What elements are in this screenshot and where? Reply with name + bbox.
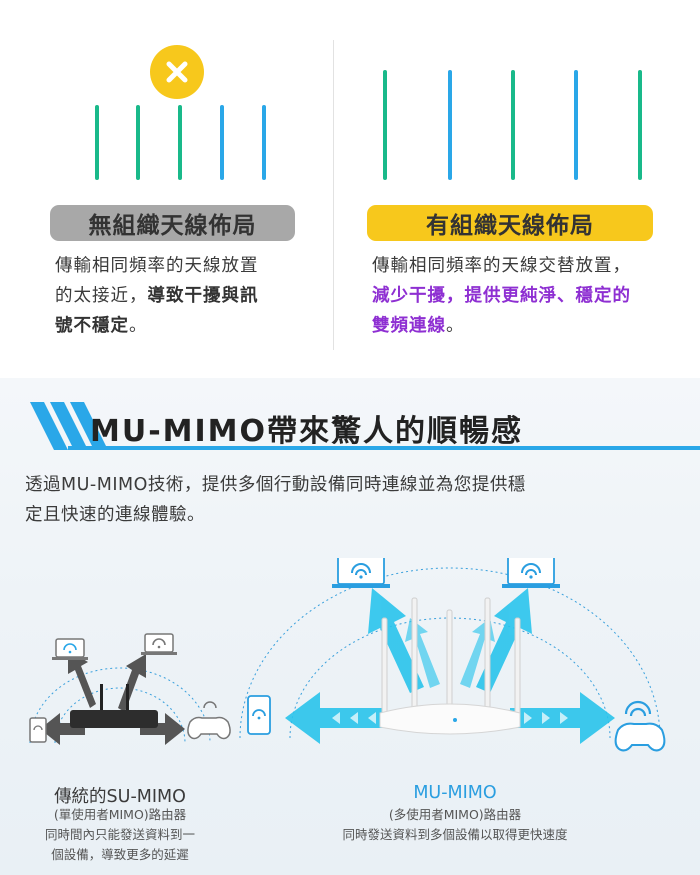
desc-line: 的太接近，導致干擾與訊	[55, 281, 295, 311]
mu-router-icon	[379, 597, 521, 735]
desc-highlight-text: 雙頻連線	[372, 316, 446, 336]
section-intro: 透過MU-MIMO技術，提供多個行動設備同時連線並為您提供穩 定且快速的連線體驗…	[25, 470, 675, 530]
mu-mimo-title: MU-MIMO	[413, 783, 497, 803]
phone-icon	[247, 695, 271, 735]
desc-text: 。	[129, 316, 148, 336]
caption-line: (單使用者MIMO)路由器	[53, 807, 187, 822]
antenna-green	[511, 70, 515, 180]
gamepad-icon	[187, 701, 231, 740]
panel-divider	[333, 40, 334, 350]
illustration-svg	[29, 555, 666, 752]
intro-line: 透過MU-MIMO技術，提供多個行動設備同時連線並為您提供穩	[25, 475, 526, 495]
organized-layout-title: 有組織天線佈局	[367, 205, 653, 241]
headline-stripes	[30, 402, 700, 450]
su-arrows	[40, 650, 185, 745]
antenna-green	[178, 105, 182, 180]
su-mimo-title: 傳統的SU-MIMO	[54, 787, 186, 807]
caption-line: 同時發送資料到多個設備以取得更快速度	[342, 827, 568, 842]
antenna-green	[638, 70, 642, 180]
intro-line: 定且快速的連線體驗。	[25, 505, 205, 525]
section-headline: MU-MIMO帶來驚人的順暢感	[90, 414, 524, 449]
mimo-comparison-illustration: 傳統的SU-MIMO (單使用者MIMO)路由器 同時間內只能發送資料到一 個設…	[0, 555, 700, 875]
desc-line: 傳輸相同頻率的天線放置	[55, 256, 259, 276]
caption-line: 個設備，導致更多的延遲	[51, 847, 189, 862]
mu-mimo-description: (多使用者MIMO)路由器 同時發送資料到多個設備以取得更快速度	[315, 805, 595, 845]
desc-highlight-text: 減少干擾，提供更純淨、穩定的	[372, 286, 631, 306]
antenna-green	[136, 105, 140, 180]
su-router-icon	[70, 684, 158, 728]
gamepad-icon	[614, 700, 666, 752]
desc-line: 號不穩定。	[55, 311, 295, 341]
antenna-blue	[448, 70, 452, 180]
close-icon	[150, 45, 204, 99]
antenna-blue	[262, 105, 266, 180]
antenna-green	[95, 105, 99, 180]
desc-text: 。	[446, 316, 465, 336]
laptop-icon	[141, 633, 177, 655]
laptop-icon	[332, 555, 390, 588]
desc-bold-text: 導致干擾與訊	[147, 286, 259, 306]
disorganized-antennas	[0, 0, 333, 200]
disorganized-layout-description: 傳輸相同頻率的天線放置 的太接近，導致干擾與訊 號不穩定。	[55, 251, 295, 341]
mu-mimo-section: MU-MIMO帶來驚人的順暢感 透過MU-MIMO技術，提供多個行動設備同時連線…	[0, 378, 700, 875]
desc-line: 傳輸相同頻率的天線交替放置，	[372, 256, 631, 276]
desc-text: 的太接近，	[55, 286, 148, 306]
organized-antennas	[334, 0, 700, 200]
su-mimo-description: (單使用者MIMO)路由器 同時間內只能發送資料到一 個設備，導致更多的延遲	[20, 805, 220, 865]
disorganized-layout-title: 無組織天線佈局	[50, 205, 295, 241]
desc-line: 雙頻連線。	[372, 311, 672, 341]
laptop-icon	[52, 638, 88, 660]
headline-band	[0, 402, 700, 450]
laptop-icon	[502, 555, 560, 588]
antenna-blue	[574, 70, 578, 180]
organized-layout-description: 傳輸相同頻率的天線交替放置， 減少干擾，提供更純淨、穩定的 雙頻連線。	[372, 251, 672, 341]
desc-bold-text: 號不穩定	[55, 316, 129, 336]
caption-line: 同時間內只能發送資料到一	[44, 827, 195, 842]
chevron-down-icon	[332, 712, 568, 724]
antenna-comparison-panel: 無組織天線佈局 有組織天線佈局 傳輸相同頻率的天線放置 的太接近，導致干擾與訊 …	[0, 0, 700, 378]
antenna-green	[383, 70, 387, 180]
phone-icon	[29, 717, 47, 743]
caption-line: (多使用者MIMO)路由器	[388, 807, 522, 822]
antenna-blue	[220, 105, 224, 180]
